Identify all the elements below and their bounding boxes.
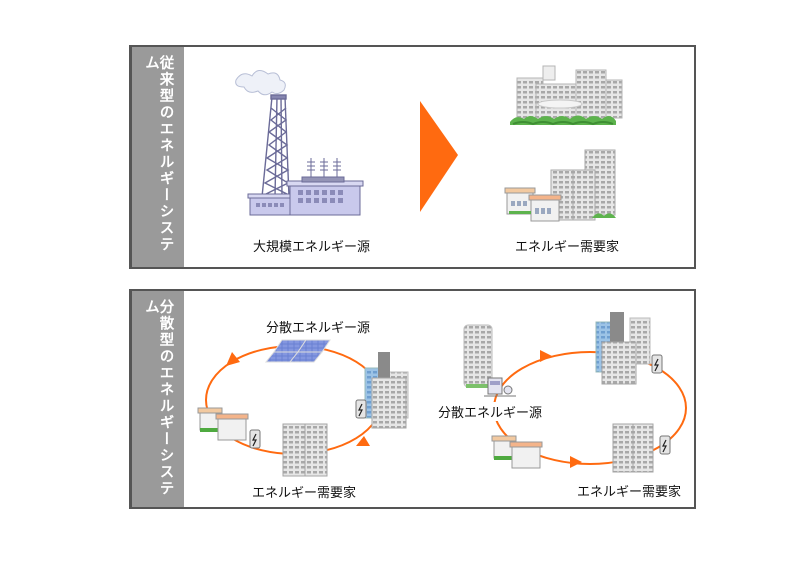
left-distributed-source-label: 分散エネルギー源 (266, 321, 371, 336)
apartment-building-icon (282, 423, 328, 477)
apartment-building-icon (612, 423, 671, 473)
office-campus-icon (510, 65, 623, 126)
left-cycle-arrow-2 (356, 436, 370, 446)
houses-icon (491, 435, 543, 469)
large-scale-source-label: 大規模エネルギー源 (253, 240, 371, 255)
battery-icon (355, 399, 367, 419)
solar-panel-icon (264, 339, 331, 363)
residential-buildings-icon (504, 149, 616, 222)
office-towers-icon (355, 352, 409, 429)
conventional-consumer-label: エネルギー需要家 (515, 240, 620, 255)
conventional-side-band: 従来型のエネルギーシステム (132, 47, 184, 267)
left-cycle-arrow-1 (226, 352, 240, 366)
houses-icon (197, 407, 261, 449)
battery-icon (659, 435, 671, 455)
right-consumer-label: エネルギー需要家 (577, 485, 682, 500)
left-energy-cycle (197, 339, 409, 477)
power-plant-icon (235, 70, 364, 216)
battery-icon (249, 429, 261, 449)
office-towers-icon (595, 312, 663, 385)
triangle-right-icon (420, 101, 458, 212)
right-cycle-arrow-2 (570, 456, 582, 468)
distributed-system-title: 分散型のエネルギーシステム (143, 299, 174, 497)
right-distributed-source-label: 分散エネルギー源 (438, 402, 543, 421)
distributed-side-band: 分散型のエネルギーシステム (132, 291, 184, 507)
conventional-system-title: 従来型のエネルギーシステム (143, 55, 174, 253)
right-cycle-arrow-1 (540, 350, 552, 362)
cogeneration-unit-icon (463, 324, 516, 397)
battery-icon (651, 354, 663, 374)
right-energy-cycle (463, 312, 687, 473)
left-consumer-label: エネルギー需要家 (252, 486, 357, 501)
